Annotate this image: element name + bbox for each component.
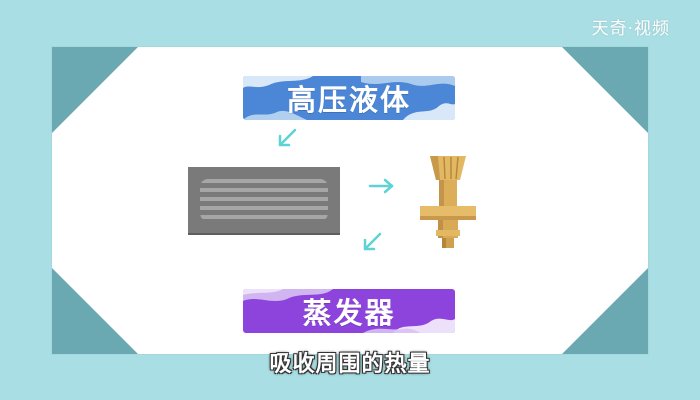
arrow-down-left-icon [363,232,382,251]
condenser-fins [200,179,328,221]
watermark: 天奇·视频 [591,19,670,39]
corner-decoration-bottom-right [562,268,648,354]
condenser-icon [188,167,340,235]
arrow-right-icon [368,178,394,194]
banner-label-top: 高压液体 [286,83,411,117]
expansion-valve-icon [420,156,476,248]
corner-decoration-top-right [562,47,648,133]
arrow-down-left-icon [278,128,297,147]
subtitle-caption: 吸收周围的热量 [269,352,431,377]
corner-decoration-bottom-left [52,268,138,354]
corner-decoration-top-left [52,47,138,133]
high-pressure-liquid-banner: 高压液体 [243,76,455,120]
banner-label-bottom: 蒸发器 [302,296,396,330]
evaporator-banner: 蒸发器 [243,289,455,333]
wave-decoration [243,289,455,333]
wave-decoration [243,76,455,120]
